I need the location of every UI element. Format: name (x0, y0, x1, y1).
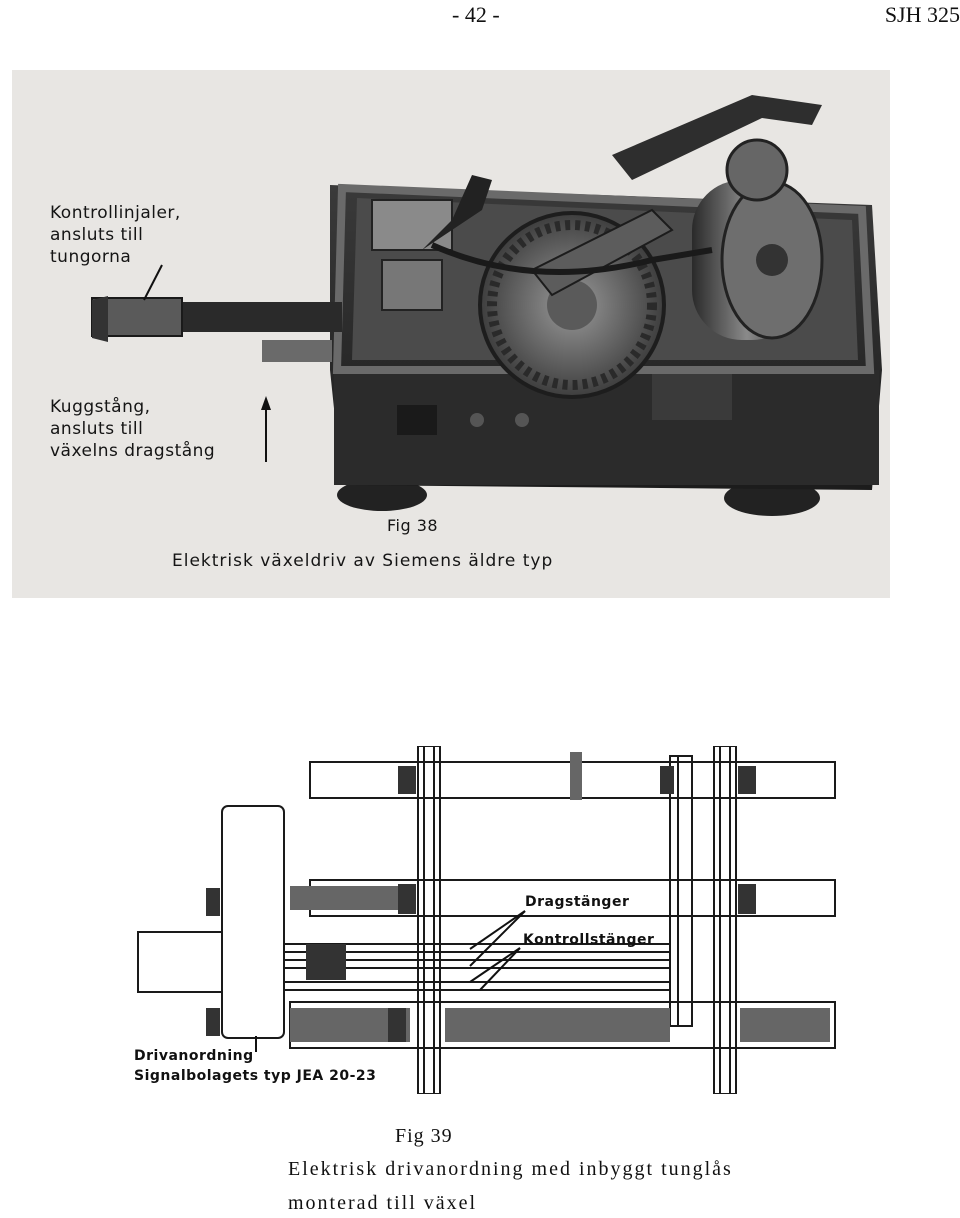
drive-arrangement-diagram (137, 746, 836, 1094)
label-control-rods: Kontrollstänger (523, 932, 655, 948)
figure-39-drawing: Dragstänger Kontrollstänger Drivanordnin… (130, 746, 838, 1094)
page-number: - 42 - (452, 2, 500, 27)
figure-39-number: Fig 39 (395, 1125, 453, 1147)
figure-38-number: Fig 38 (387, 516, 439, 535)
figure-39-caption-line1: Elektrisk drivanordning med inbyggt tung… (288, 1158, 733, 1180)
figure-39-caption-line2: monterad till växel (288, 1192, 478, 1214)
label-control-rulers: Kontrollinjaler, ansluts till tungorna (50, 203, 181, 267)
figure-38-caption: Elektrisk växeldriv av Siemens äldre typ (172, 551, 554, 571)
label-rack: Kuggstång, ansluts till växelns dragstån… (50, 397, 216, 461)
point-machine-illustration (91, 95, 882, 516)
label-drive-arrangement: Drivanordning (134, 1048, 254, 1064)
document-reference: SJH 325 (884, 2, 960, 27)
label-drag-rods: Dragstänger (525, 894, 630, 910)
figure-38-photo: Kontrollinjaler, ansluts till tungorna K… (12, 70, 890, 598)
label-signal-company-type: Signalbolagets typ JEA 20-23 (134, 1068, 377, 1084)
